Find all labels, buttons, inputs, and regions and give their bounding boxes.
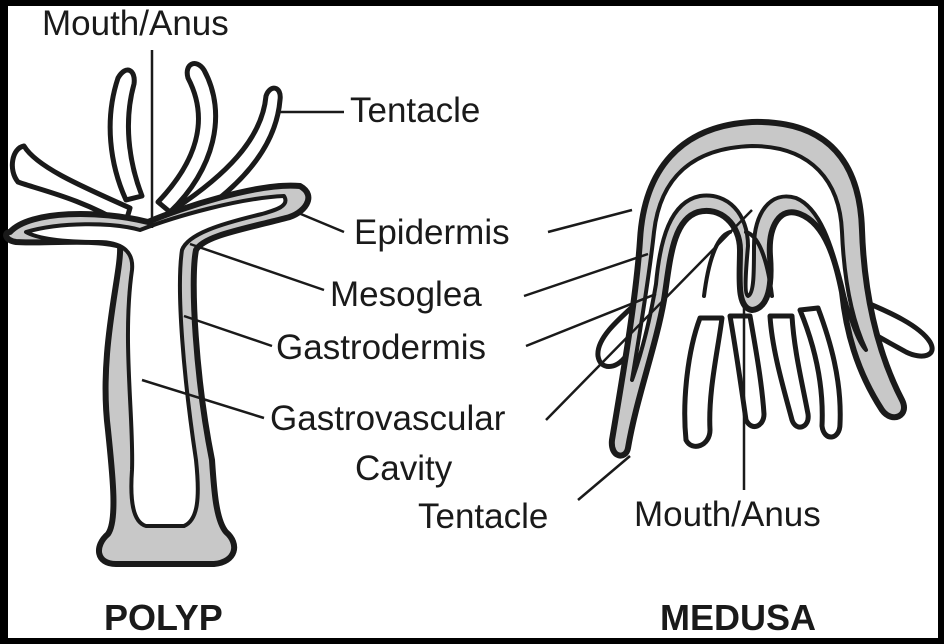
label-epidermis: Epidermis — [354, 213, 510, 252]
leader-lines — [141, 50, 753, 501]
leader-medusa-tentacle — [577, 455, 631, 501]
leader-polyp-gastrodermis — [183, 314, 273, 348]
polyp-gastrovascular-cavity — [24, 194, 288, 528]
leader-polyp-cavity — [141, 378, 265, 420]
leader-medusa-cavity — [545, 209, 753, 421]
caption-medusa: MEDUSA — [660, 597, 817, 638]
medusa-tentacle-1 — [682, 315, 725, 449]
polyp-tentacle-inner-left — [107, 67, 145, 203]
medusa-tentacle-3 — [767, 313, 811, 430]
leader-medusa-gastrodermis — [525, 292, 657, 348]
label-gastrovascular: Gastrovascular — [270, 399, 506, 438]
polyp-figure — [3, 61, 312, 567]
medusa-tentacle-2 — [727, 313, 767, 429]
leader-medusa-mesoglea — [523, 252, 649, 298]
medusa-manubrium — [702, 230, 774, 298]
label-mesoglea: Mesoglea — [330, 275, 482, 314]
polyp-tentacle-left — [9, 143, 133, 228]
leader-polyp-epidermis — [295, 210, 345, 234]
polyp-tentacle-inner-right — [155, 61, 219, 215]
caption-polyp: POLYP — [104, 597, 223, 638]
label-polyp-mouth-anus: Mouth/Anus — [42, 4, 229, 43]
medusa-tentacle-4 — [797, 305, 843, 440]
label-medusa-mouth-anus: Mouth/Anus — [634, 495, 821, 534]
label-gastrodermis: Gastrodermis — [276, 328, 487, 367]
label-cavity: Cavity — [355, 449, 453, 488]
leader-medusa-epidermis — [547, 208, 633, 234]
label-medusa-tentacle: Tentacle — [418, 497, 549, 536]
leader-polyp-mesoglea — [189, 242, 325, 292]
label-polyp-tentacle: Tentacle — [350, 91, 481, 130]
medusa-gastrovascular-cavity — [630, 144, 868, 382]
